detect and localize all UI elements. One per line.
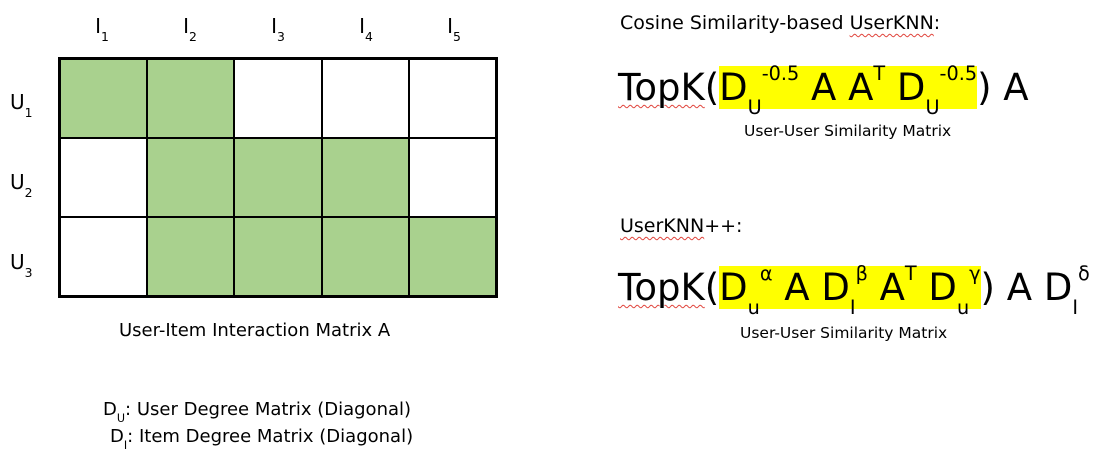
cosine-heading: Cosine Similarity-based UserKNN:	[620, 12, 941, 34]
highlighted-similarity-term: DU-0.5 A AT DU-0.5	[719, 61, 978, 120]
matrix-cell-u2-i4	[321, 138, 409, 217]
matrix-cell-u1-i4	[321, 59, 409, 138]
matrix-cell-u2-i2	[147, 138, 235, 217]
matrix-cell-u3-i4	[321, 217, 409, 296]
row-label-u1: U1	[10, 90, 33, 120]
plusplus-formula: TopK(Duα A DIβ AT Duγ) A DIδ	[618, 261, 1090, 320]
matrix-cell-u2-i5	[408, 138, 496, 217]
matrix-cell-u3-i5	[408, 217, 496, 296]
column-label-i5: I5	[447, 14, 461, 44]
row-label-u2: U2	[10, 170, 33, 200]
plusplus-heading: UserKNN++:	[620, 215, 743, 237]
cosine-sim-caption: User-User Similarity Matrix	[744, 122, 952, 140]
legend-du: DU: User Degree Matrix (Diagonal)	[103, 399, 412, 425]
column-label-i2: I2	[183, 14, 197, 44]
column-label-i4: I4	[359, 14, 373, 44]
matrix-caption: User-Item Interaction Matrix A	[119, 320, 391, 341]
matrix-cell-u3-i1	[60, 217, 148, 296]
highlighted-similarity-term: Duα A DIβ AT Duγ	[719, 261, 981, 320]
column-label-i1: I1	[95, 14, 109, 44]
matrix-cell-u1-i3	[234, 59, 322, 138]
matrix-cell-u1-i5	[408, 59, 496, 138]
matrix-cell-u3-i3	[234, 217, 322, 296]
matrix-cell-u1-i1	[60, 59, 148, 138]
matrix-cell-u3-i2	[147, 217, 235, 296]
column-label-i3: I3	[271, 14, 285, 44]
matrix-cell-u1-i2	[147, 59, 235, 138]
interaction-matrix	[58, 57, 498, 298]
legend-di: DI: Item Degree Matrix (Diagonal)	[110, 426, 414, 452]
cosine-formula: TopK(DU-0.5 A AT DU-0.5) A	[618, 61, 1029, 120]
plusplus-sim-caption: User-User Similarity Matrix	[740, 324, 948, 342]
matrix-cell-u2-i3	[234, 138, 322, 217]
row-label-u3: U3	[10, 250, 33, 280]
matrix-cell-u2-i1	[60, 138, 148, 217]
